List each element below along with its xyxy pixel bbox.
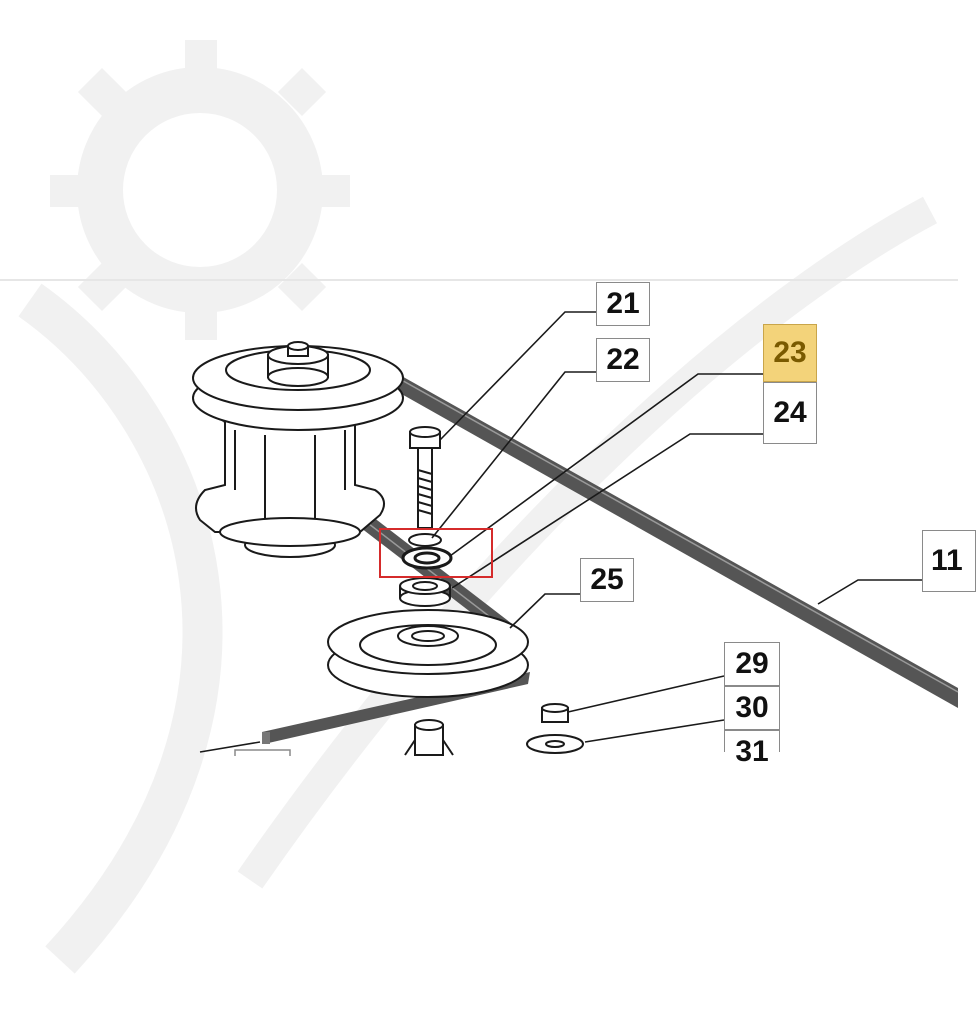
washer-23	[401, 546, 453, 570]
callout-24[interactable]: 24	[763, 382, 817, 444]
callout-30[interactable]: 30	[724, 686, 780, 730]
callout-31[interactable]: 31	[724, 730, 780, 767]
clipped-callout-box	[234, 749, 291, 756]
callout-23[interactable]: 23	[763, 324, 817, 382]
leader-29	[567, 675, 725, 713]
leader-11	[817, 579, 922, 605]
watermark-gear-teeth	[50, 40, 350, 340]
nut-29	[541, 703, 569, 723]
idler-pulley-25	[327, 609, 529, 698]
leader-24	[451, 433, 765, 589]
callout-29[interactable]: 29	[724, 642, 780, 686]
selected-part-highlight	[379, 528, 493, 578]
bolt-21	[409, 426, 441, 529]
spindle-housing	[195, 419, 385, 558]
leader-lines	[199, 311, 922, 753]
washer-30	[526, 734, 584, 754]
bushing-24	[399, 577, 451, 607]
callout-22[interactable]: 22	[596, 338, 650, 382]
leader-30	[584, 719, 725, 743]
watermark-gear-logo	[18, 67, 938, 974]
leader-21	[439, 311, 598, 441]
callout-21[interactable]: 21	[596, 282, 650, 326]
large-pulley	[192, 341, 404, 431]
callout-25[interactable]: 25	[580, 558, 634, 602]
leader-left	[199, 741, 261, 753]
leader-23	[449, 373, 765, 557]
leader-22	[431, 371, 598, 539]
shaft-stub	[404, 719, 454, 756]
section-divider	[0, 279, 958, 281]
callout-11[interactable]: 11	[922, 530, 976, 592]
leader-25	[509, 593, 580, 629]
